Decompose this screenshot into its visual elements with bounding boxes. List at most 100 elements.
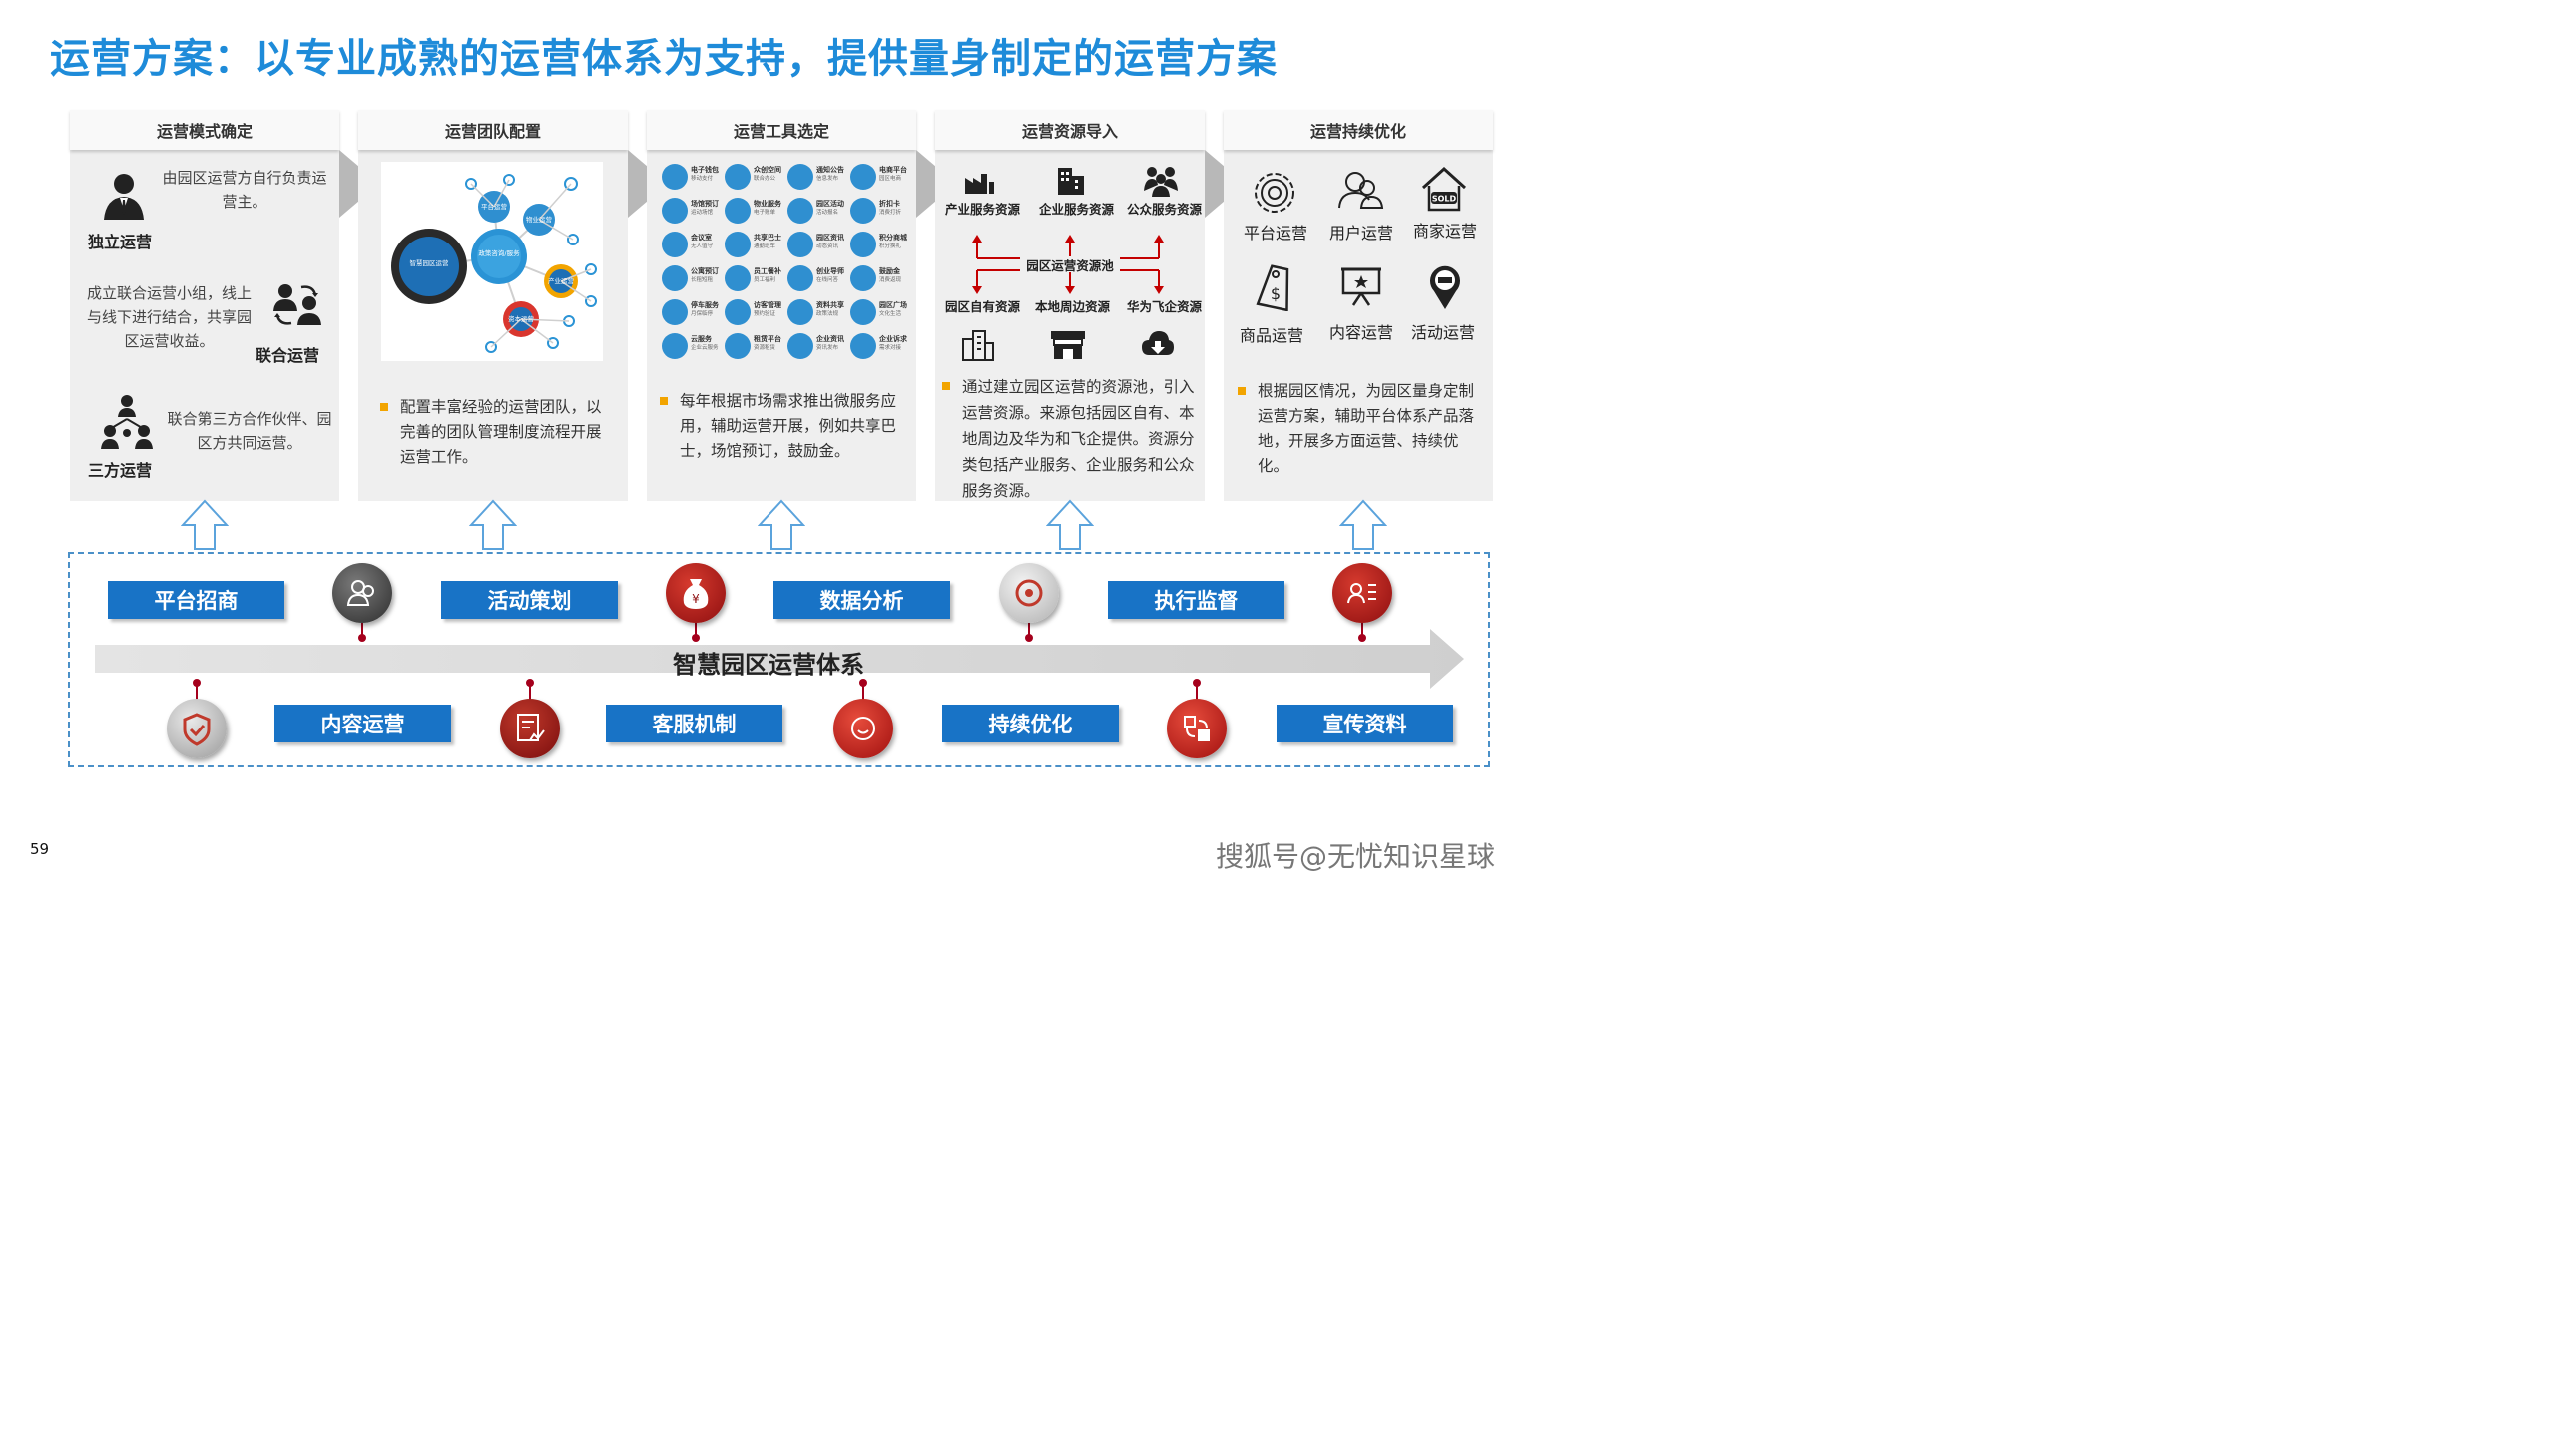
cloud-download-icon: [1142, 331, 1174, 355]
tool-name: 云服务: [691, 335, 712, 343]
node-label: 政策咨询/服务: [478, 248, 520, 257]
connector-stem: [1028, 623, 1030, 637]
tool-name: 公寓预订: [691, 267, 719, 275]
tool-name: 企业诉求: [879, 335, 907, 343]
optimization-item-label: 内容运营: [1328, 323, 1393, 342]
tool-icon: [662, 198, 688, 224]
tool-subtitle: 动态资讯: [816, 243, 839, 249]
panel-header: 运营资源导入: [935, 110, 1205, 150]
tool-item: 园区资讯动态资讯: [787, 230, 847, 259]
tool-subtitle: 资讯发布: [816, 345, 839, 351]
tool-subtitle: 员工福利: [754, 277, 776, 283]
tool-icon: [850, 198, 876, 224]
tool-item: 电商平台园区电商: [850, 162, 910, 192]
tool-subtitle: 积分换礼: [879, 243, 902, 249]
panel-bullet: 每年根据市场需求推出微服务应用，辅助运营开展，例如共享巴士，场馆预订，鼓励金。: [660, 389, 904, 464]
tool-icon: [787, 164, 813, 190]
optimization-item-label: 用户运营: [1328, 224, 1393, 243]
tool-icon: [725, 299, 751, 325]
presentation-board-icon: [1341, 267, 1381, 306]
tool-subtitle: 通勤班车: [754, 243, 776, 249]
panel-tools: 运营工具选定 电子钱包移动支付众创空间联合办公通知公告信息发布电商平台园区电商场…: [647, 110, 916, 501]
tool-name: 园区广场: [879, 301, 907, 309]
tool-icon: [787, 232, 813, 257]
tool-subtitle: 文化生活: [879, 311, 902, 317]
connector-stem: [529, 685, 531, 701]
connector-dot: [526, 679, 534, 687]
node-label: 平台运营: [481, 202, 508, 211]
connector-stem: [361, 623, 363, 637]
tool-item: 停车服务月保临停: [662, 297, 722, 327]
panel-bullet: 根据园区情况，为园区量身定制运营方案，辅助平台体系产品落地，开展多方面运营、持续…: [1238, 379, 1482, 479]
tool-item: 创业导师在线问答: [787, 263, 847, 293]
mode-text-tripartite: 联合第三方合作伙伴、园区方共同运营。: [167, 410, 332, 452]
mode-text-joint: 成立联合运营小组，线上与线下进行结合，共享园区运营收益。: [86, 284, 252, 350]
tool-subtitle: 无人值守: [691, 243, 714, 249]
tool-icon: [850, 333, 876, 359]
tool-name: 园区资讯: [816, 234, 844, 242]
tool-item: 园区活动活动报名: [787, 196, 847, 226]
tool-icon: [850, 164, 876, 190]
tool-icon: [787, 299, 813, 325]
shield-circle-icon: [167, 699, 227, 758]
connector-dot: [692, 634, 700, 642]
tool-name: 访客管理: [754, 301, 781, 309]
user-profile-icon: [1338, 172, 1384, 209]
panel-header: 运营工具选定: [647, 110, 916, 150]
tool-subtitle: 消费打折: [879, 210, 902, 216]
page-title: 运营方案：以专业成熟的运营体系为支持，提供量身制定的运营方案: [50, 36, 1278, 82]
storefront-icon: [1051, 331, 1085, 359]
resource-pool-label: 园区运营资源池: [1026, 258, 1114, 273]
mode-label-tripartite: 三方运营: [88, 461, 153, 480]
tool-subtitle: 企业云服务: [691, 345, 719, 351]
node-label: 物业运营: [526, 215, 553, 224]
system-item-top: 活动策划: [441, 581, 618, 619]
tool-item: 资料共享政策法规: [787, 297, 847, 327]
tool-subtitle: 消费返现: [879, 277, 902, 283]
mode-text-independent: 由园区运营方自行负责运营主。: [162, 169, 327, 211]
money-bag-circle-icon: ¥: [666, 563, 726, 623]
chat-bubble-circle-icon: [833, 699, 893, 758]
tool-item: 鼓励金消费返现: [850, 263, 910, 293]
tool-icon: [662, 333, 688, 359]
tool-subtitle: 长租短租: [691, 277, 714, 283]
tool-name: 企业资讯: [816, 335, 844, 343]
connector-dot: [1025, 634, 1033, 642]
connector-stem: [1361, 623, 1363, 637]
tool-name: 员工餐补: [754, 267, 781, 275]
tool-name: 资料共享: [816, 301, 844, 309]
tool-name: 创业导师: [816, 267, 844, 275]
tool-subtitle: 信息发布: [816, 176, 839, 182]
panel-bullet: 通过建立园区运营的资源池，引入运营资源。来源包括园区自有、本地周边及华为和飞企提…: [942, 374, 1202, 504]
system-item-bottom: 客服机制: [606, 705, 782, 742]
system-item-top: 平台招商: [108, 581, 284, 619]
tool-name: 场馆预订: [691, 200, 719, 208]
tool-subtitle: 月保临停: [691, 311, 714, 317]
profile-card-circle-icon: [1332, 563, 1392, 623]
source-watermark: 搜狐号@无忧知识星球: [1216, 840, 1496, 873]
tool-icon: [725, 232, 751, 257]
tool-name: 折扣卡: [879, 200, 900, 208]
sold-house-icon: SOLD: [1421, 166, 1467, 212]
tool-subtitle: 联合办公: [754, 176, 776, 182]
dollar-sign: $: [1271, 284, 1281, 303]
tool-subtitle: 电子账单: [754, 210, 776, 216]
team-structure-diagram: 智慧园区运营 政策咨询/服务 平台运营 物业运营 产业运营 资本运营: [381, 162, 603, 361]
connector-stem: [695, 623, 697, 637]
mode-label-joint: 联合运营: [256, 346, 320, 365]
currency-glyph: ¥: [692, 592, 700, 606]
report-chart-circle-icon: [500, 699, 560, 758]
connector-stem: [862, 685, 864, 701]
gear-icon: [1255, 173, 1294, 213]
tool-item: 访客管理预约验证: [725, 297, 784, 327]
tool-icon: [850, 232, 876, 257]
resource-pool-arrows: [972, 235, 1164, 294]
tool-subtitle: 活动报名: [816, 210, 839, 216]
tool-item: 企业资讯资讯发布: [787, 331, 847, 361]
tool-icon: [725, 198, 751, 224]
tool-name: 积分商城: [879, 234, 907, 242]
cycle-process-circle-icon: [1167, 699, 1227, 758]
tool-name: 众创空间: [754, 166, 781, 174]
tool-item: 电子钱包移动支付: [662, 162, 722, 192]
panel-header: 运营模式确定: [70, 110, 339, 150]
